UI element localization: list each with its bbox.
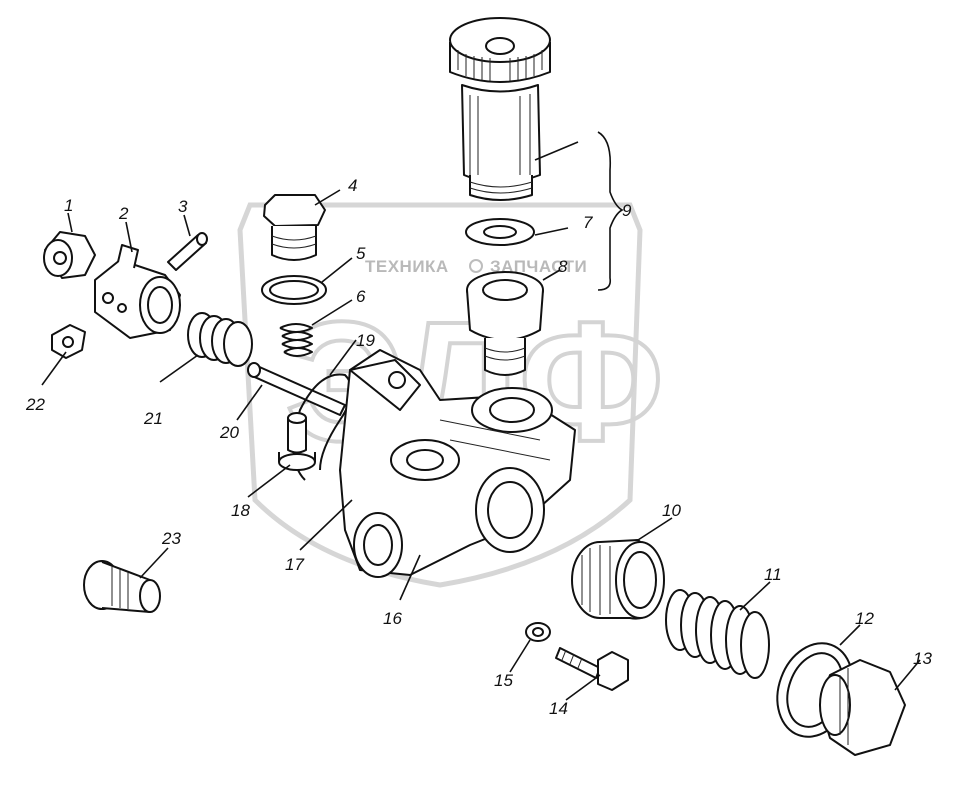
callout-11: 11	[764, 565, 782, 584]
part-3-pin	[167, 232, 208, 271]
callout-23: 23	[161, 529, 181, 548]
callout-3: 3	[178, 197, 188, 216]
part-16-pump-body	[339, 349, 576, 578]
part-23-fitting	[83, 560, 161, 613]
callout-2: 2	[118, 204, 129, 223]
part-15-lock-washer	[525, 622, 551, 642]
watermark-shield	[237, 202, 643, 588]
part-9-hand-pump	[449, 17, 551, 201]
part-21-spring	[187, 312, 253, 367]
part-2-bracket	[94, 244, 181, 339]
part-14-bolt	[555, 647, 629, 691]
callout-22: 22	[25, 395, 45, 414]
callout-5: 5	[356, 244, 366, 263]
callout-18: 18	[231, 501, 250, 520]
part-7-washer	[465, 218, 535, 246]
watermark-right-text: ЗАПЧАСТИ	[490, 257, 587, 276]
part-8-fitting	[466, 271, 544, 376]
callout-19: 19	[356, 331, 375, 350]
part-1-nut	[43, 231, 96, 279]
callout-16: 16	[383, 609, 402, 628]
part-4-plug	[263, 194, 326, 261]
callout-13: 13	[913, 649, 932, 668]
callout-20: 20	[219, 423, 239, 442]
callout-9: 9	[622, 201, 632, 220]
watermark-left-text: ТЕХНИКА	[365, 257, 449, 276]
callout-12: 12	[855, 609, 874, 628]
callout-numbers: 1 2 3 4 5 6 7 8 9 10 11 12 13 14 15 16 1…	[25, 176, 932, 718]
callout-21: 21	[143, 409, 163, 428]
part-10-filter	[571, 539, 665, 620]
callout-8: 8	[558, 257, 568, 276]
part-18-plunger	[278, 412, 316, 471]
callout-6: 6	[356, 287, 366, 306]
callout-10: 10	[662, 501, 681, 520]
callout-15: 15	[494, 671, 513, 690]
callout-14: 14	[549, 699, 568, 718]
part-5-ring	[261, 275, 327, 305]
part-6-spring	[279, 323, 313, 357]
callout-4: 4	[348, 176, 357, 195]
callout-1: 1	[64, 196, 73, 215]
callout-17: 17	[285, 555, 304, 574]
part-11-spring	[665, 589, 770, 679]
gear-icon	[469, 259, 483, 273]
part-13-cap	[819, 659, 906, 756]
leader-lines	[41, 131, 921, 701]
part-20-rod	[247, 362, 346, 416]
part-22-clip	[51, 324, 86, 359]
callout-7: 7	[583, 213, 593, 232]
